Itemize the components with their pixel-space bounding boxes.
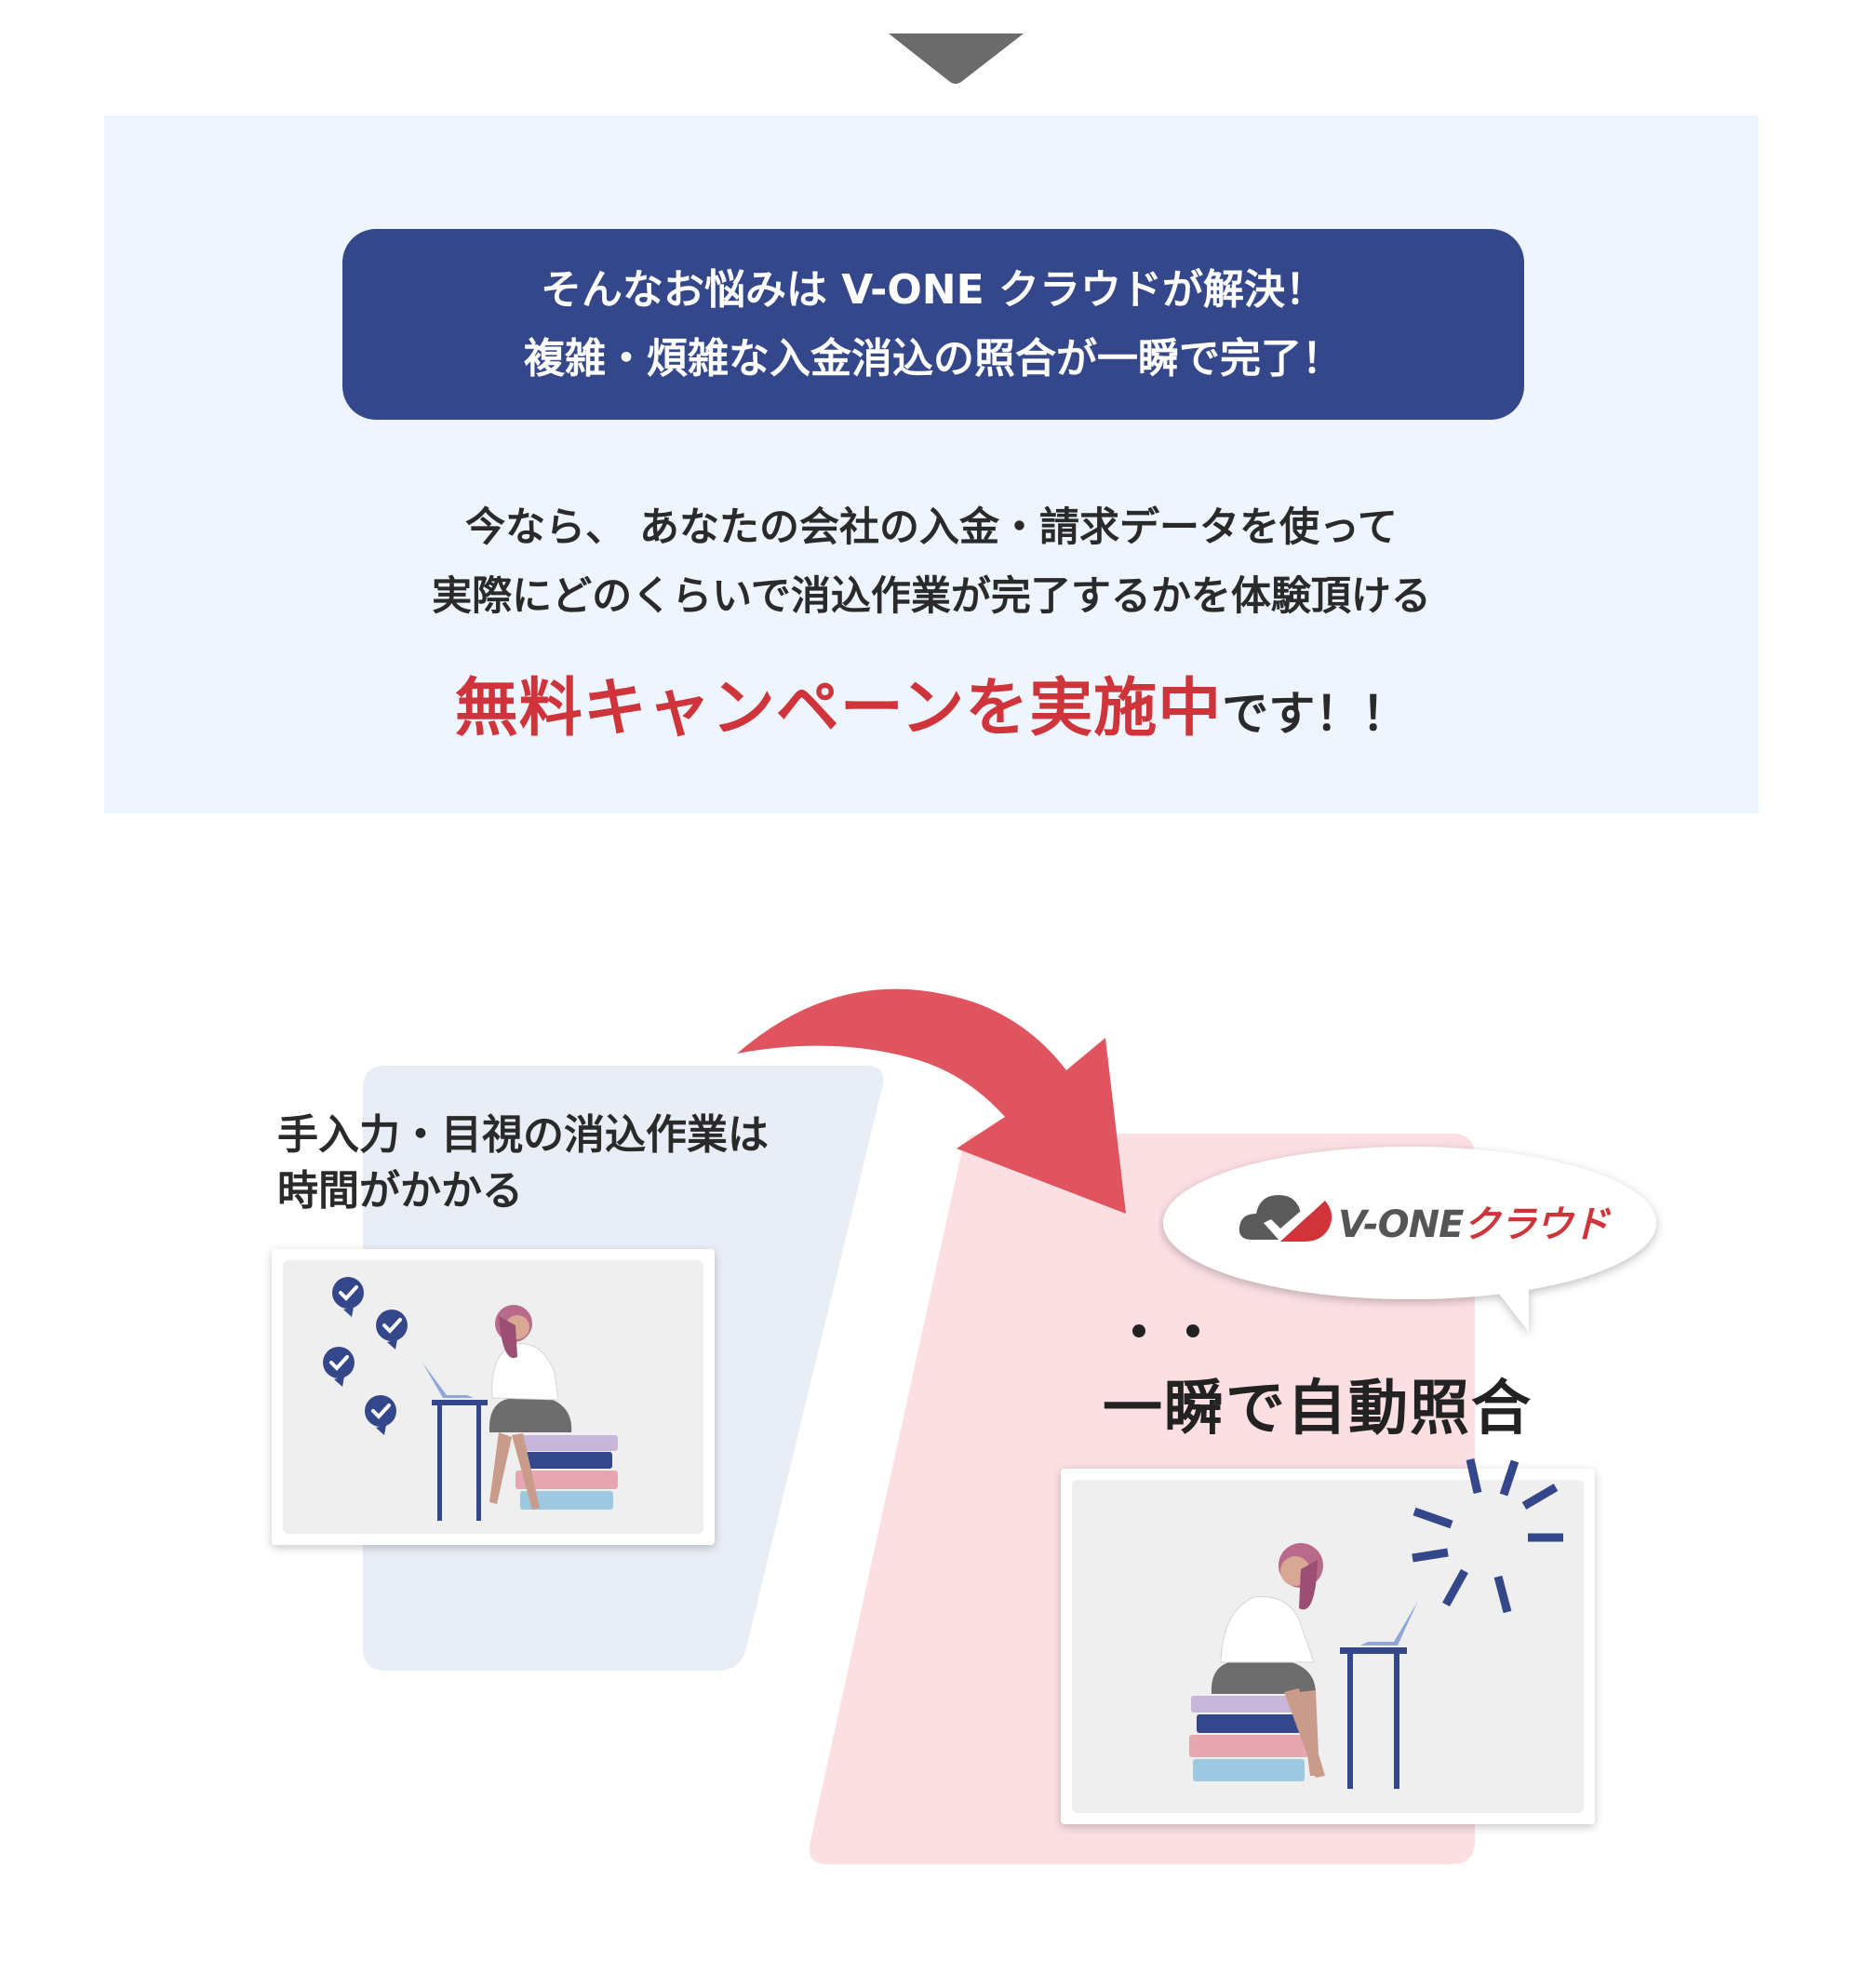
description-line-2: 実際にどのくらいで消込作業が完了するかを体験頂ける — [432, 573, 1431, 620]
vone-cloud-logo: V-ONEクラウド — [1338, 1194, 1609, 1248]
description-line-1: 今なら、 あなたの会社の入金・請求データを使って — [465, 504, 1398, 551]
burst-lines-icon — [1412, 1458, 1563, 1614]
woman-at-desk-figure — [1189, 1543, 1418, 1789]
check-bubble-icon — [365, 1395, 396, 1435]
campaign-highlight: 無料キャンペーンを実施中 — [454, 672, 1223, 746]
logo-speech-bubble — [1163, 1147, 1656, 1332]
logo-text-vone: V-ONE — [1338, 1203, 1464, 1246]
headline-line-1: そんなお悩みは V-ONE クラウドが解決！ — [540, 265, 1327, 314]
automated-work-illustration — [1061, 1469, 1595, 1824]
cloud-check-logo-icon — [1238, 1193, 1332, 1242]
campaign-callout: 無料キャンペーンを実施中です！！ — [104, 656, 1759, 748]
woman-at-desk-figure — [422, 1305, 618, 1521]
headline-banner: そんなお悩みは V-ONE クラウドが解決！ 複雑・煩雑な入金消込の照合が一瞬で… — [342, 229, 1524, 420]
headline-line-2: 複雑・煩雑な入金消込の照合が一瞬で完了！ — [524, 334, 1343, 383]
manual-caption-line-2: 時間がかかる — [277, 1167, 523, 1215]
check-bubble-icon — [376, 1310, 408, 1350]
check-bubble-icon — [332, 1277, 364, 1317]
logo-text-cloud: クラウド — [1463, 1203, 1609, 1246]
check-bubble-icon — [323, 1347, 355, 1387]
manual-work-caption: 手入力・目視の消込作業は 時間がかかる — [277, 1108, 929, 1219]
chevron-down-icon — [889, 34, 1024, 84]
manual-work-illustration — [272, 1249, 715, 1545]
campaign-description: 今なら、 あなたの会社の入金・請求データを使って 実際にどのくらいで消込作業が完… — [104, 493, 1759, 631]
campaign-suffix: です！！ — [1222, 687, 1409, 741]
emphasis-dots — [1132, 1324, 1199, 1337]
curved-arrow-icon — [737, 988, 1126, 1214]
manual-caption-line-1: 手入力・目視の消込作業は — [277, 1111, 769, 1159]
instant-match-caption: 一瞬で自動照合 — [1103, 1375, 1533, 1444]
